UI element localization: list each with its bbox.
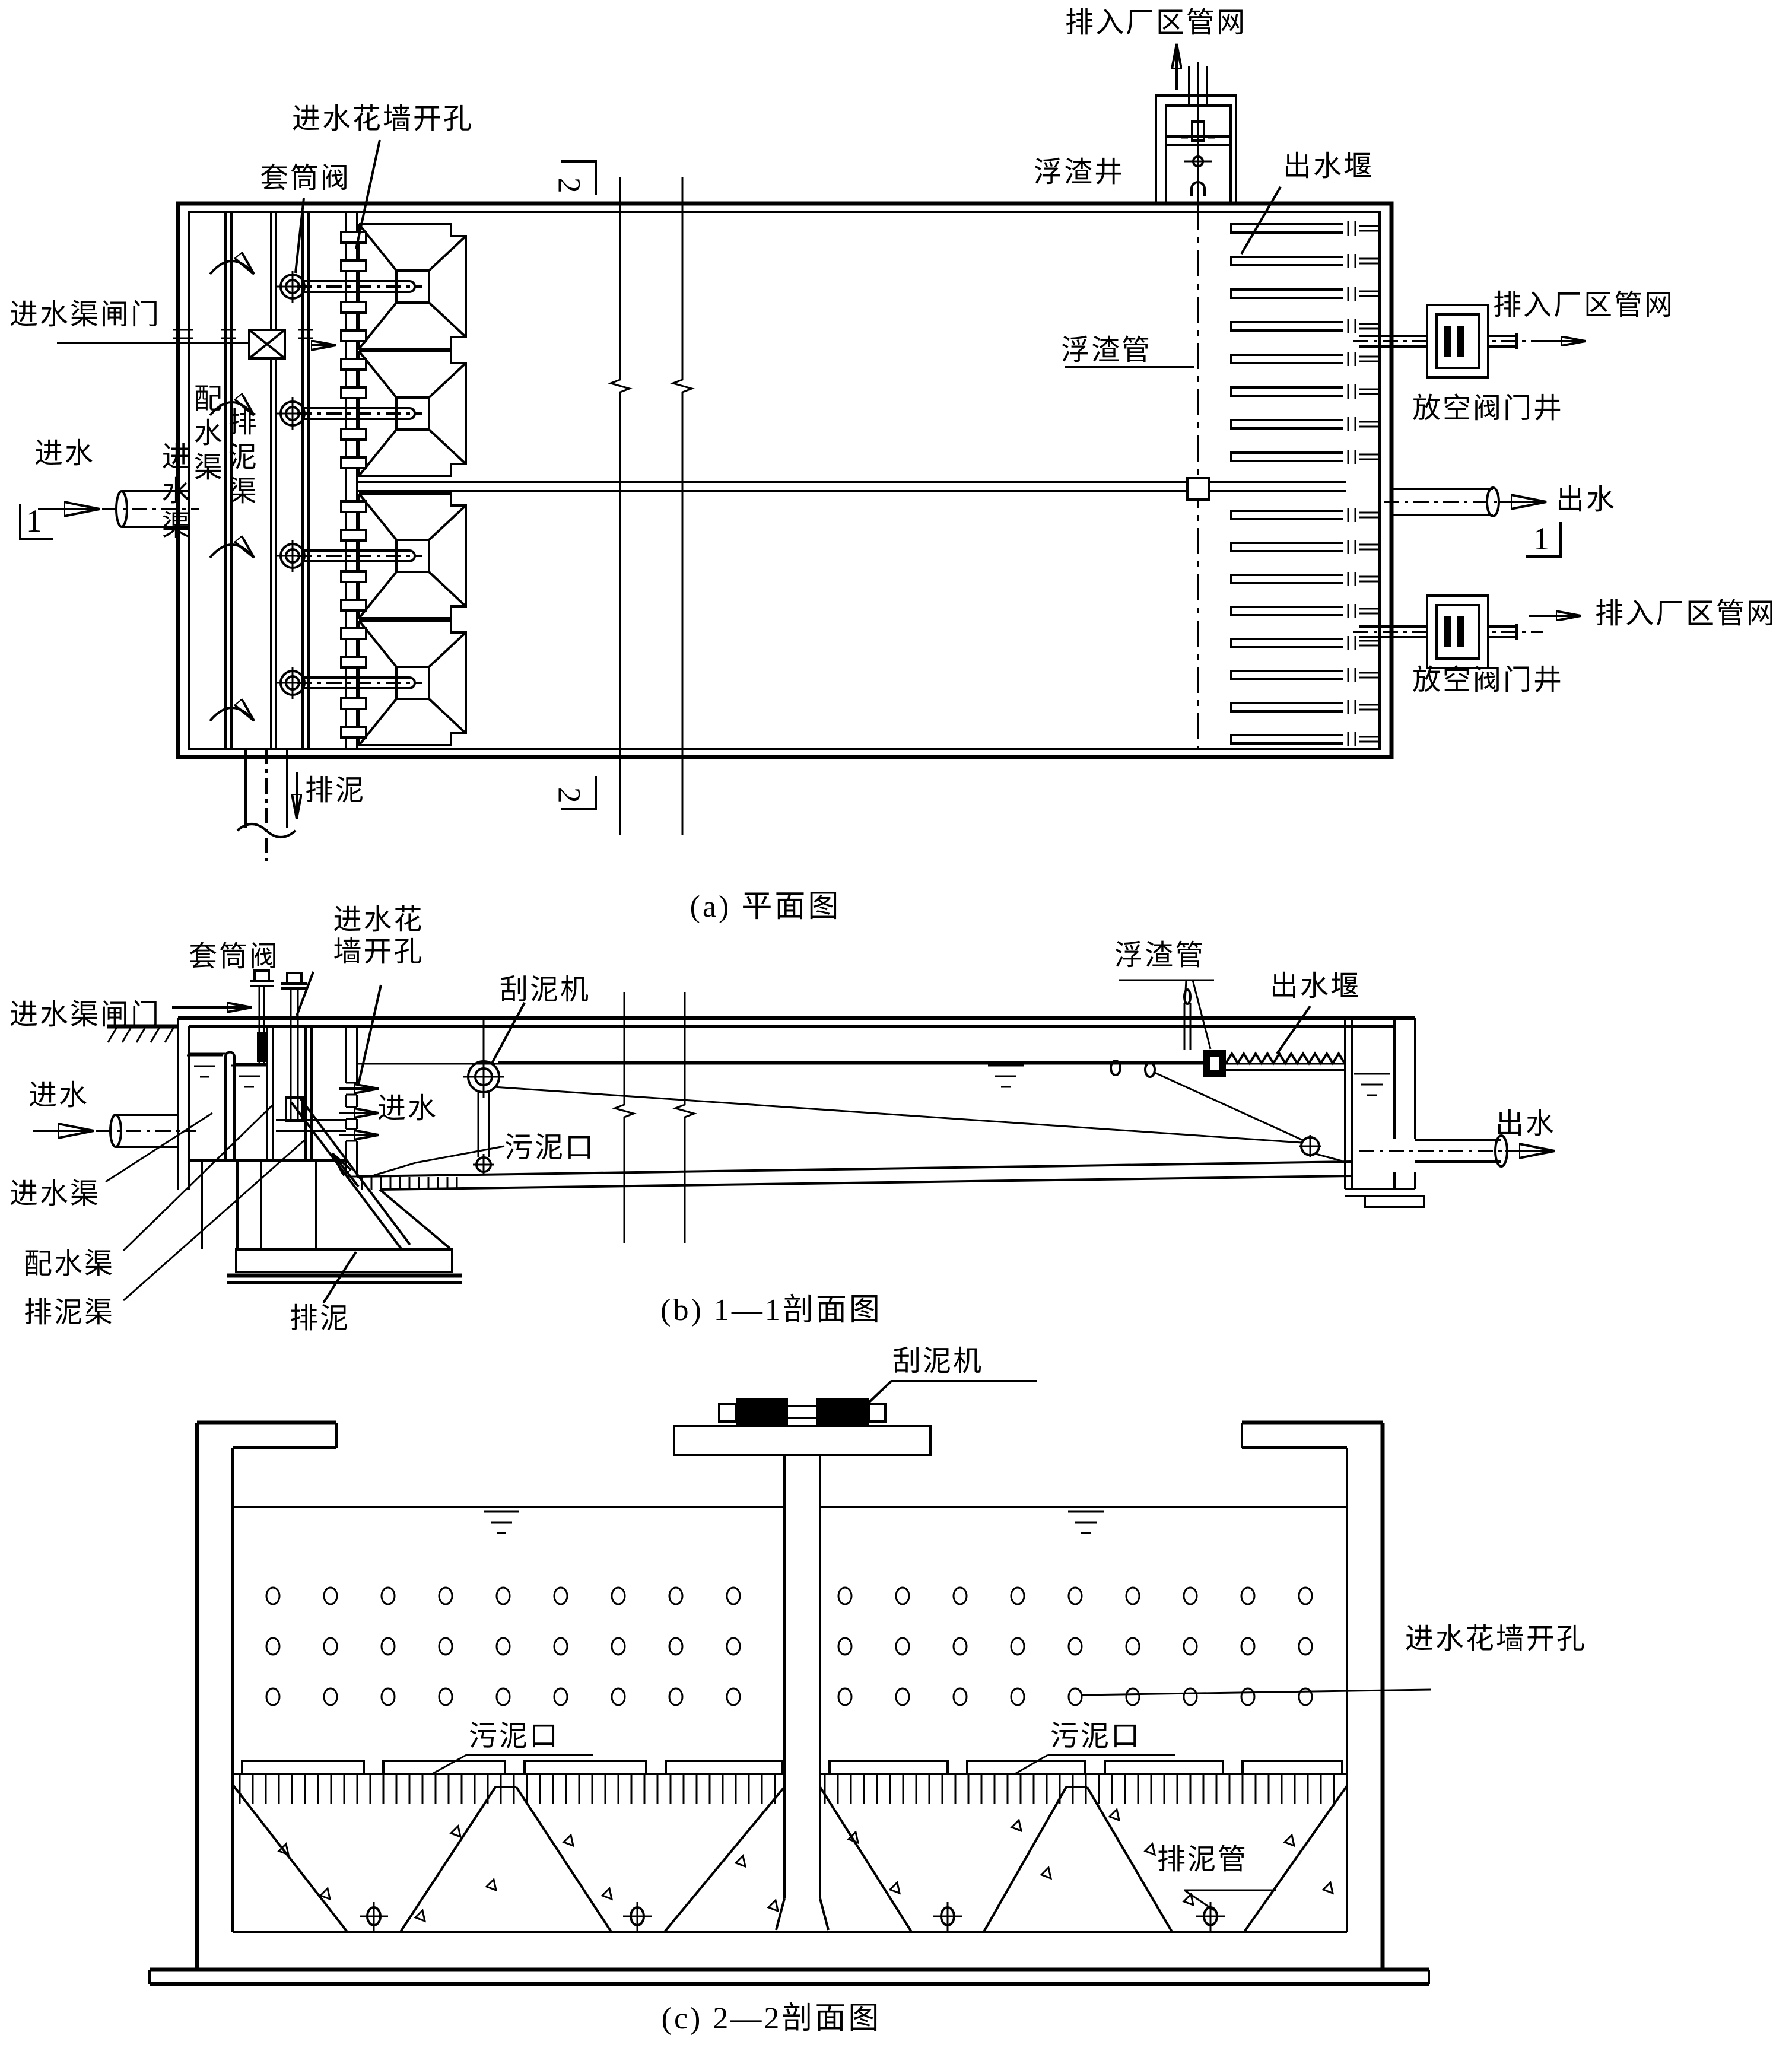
label-sludge-pipe-c: 排泥管 (1157, 1844, 1248, 1875)
label-sludge-channel-plan: 排泥渠 (223, 407, 255, 510)
label-scraper-b: 刮泥机 (500, 974, 591, 1006)
label-sludge-out-b: 排泥 (290, 1303, 351, 1334)
caption-section-2-2: (c) 2—2剖面图 (661, 2002, 882, 2036)
label-distribution-channel-plan: 配水渠 (189, 383, 221, 486)
label-inlet-wall-openings-c: 进水花墙开孔 (1405, 1623, 1587, 1655)
label-outlet-b: 出水 (1495, 1108, 1556, 1140)
label-sludge-port-c-left: 污泥口 (469, 1721, 560, 1752)
label-scum-well: 浮渣井 (1034, 157, 1125, 188)
label-inlet-gate-b: 进水渠闸门 (9, 999, 161, 1031)
label-sludge-out-plan: 排泥 (305, 775, 366, 806)
section-1-1-view (33, 969, 1555, 1304)
label-sleeve-valve-plan: 套筒阀 (260, 163, 351, 194)
section-marker-1-left: 1 (26, 503, 42, 539)
label-scum-pipe-plan: 浮渣管 (1061, 335, 1152, 366)
label-drain-valve-well-bottom: 放空阀门井 (1412, 664, 1564, 696)
section-2-2-view (148, 1380, 1432, 1986)
label-discharge-network-right-bottom: 排入厂区管网 (1595, 598, 1777, 629)
label-inlet-channel-plan: 进水渠 (157, 441, 189, 545)
label-inlet-b: 进水 (28, 1080, 90, 1111)
label-sleeve-valve-b: 套筒阀 (189, 941, 280, 972)
label-outlet-plan: 出水 (1556, 484, 1617, 516)
label-sludge-channel-b: 排泥渠 (24, 1297, 115, 1328)
label-inlet-inner-b: 进水 (377, 1093, 439, 1124)
plan-view (19, 44, 1586, 861)
label-inlet-wall-openings-plan: 进水花墙开孔 (292, 103, 474, 135)
label-discharge-network-top: 排入厂区管网 (1065, 7, 1247, 39)
label-inlet-gate-plan: 进水渠闸门 (9, 299, 161, 330)
label-scum-pipe-b: 浮渣管 (1114, 940, 1206, 971)
label-inlet-plan: 进水 (34, 438, 96, 469)
caption-section-1-1: (b) 1—1剖面图 (660, 1293, 882, 1327)
label-inlet-channel-b: 进水渠 (9, 1178, 101, 1210)
section-marker-2-bottom: 2 (551, 787, 587, 803)
label-sludge-port-c-right: 污泥口 (1050, 1721, 1142, 1752)
section-marker-2-top: 2 (551, 177, 587, 193)
label-outlet-weir-plan: 出水堰 (1283, 151, 1374, 182)
label-scraper-c: 刮泥机 (892, 1346, 984, 1377)
label-discharge-network-right-top: 排入厂区管网 (1493, 290, 1675, 321)
label-sludge-port-b: 污泥口 (504, 1132, 596, 1163)
label-distribution-channel-b: 配水渠 (24, 1248, 115, 1280)
label-inlet-wall-openings-b: 进水花 墙开孔 (333, 904, 424, 968)
caption-plan: (a) 平面图 (690, 890, 841, 924)
label-drain-valve-well-top: 放空阀门井 (1412, 393, 1564, 424)
label-outlet-weir-b: 出水堰 (1270, 971, 1361, 1002)
section-marker-1-right: 1 (1533, 521, 1549, 556)
